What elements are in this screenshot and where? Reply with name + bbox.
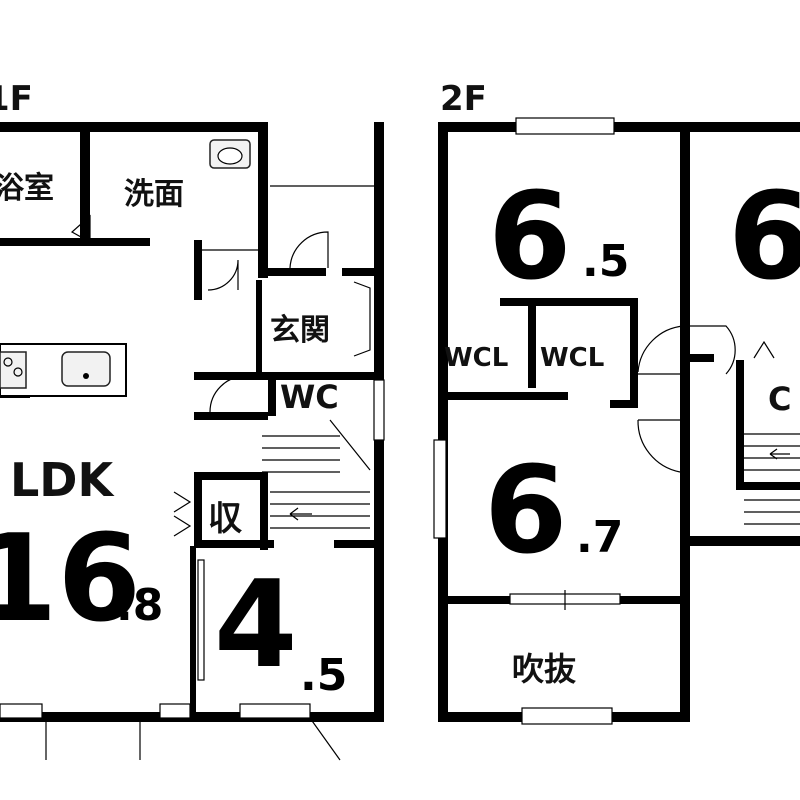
room-6-5-size-decimal: .5 [582, 236, 629, 287]
wcl-right-label: WCL [540, 343, 604, 373]
floor-2: 2F [433, 79, 800, 725]
floor-2-label: 2F [440, 79, 487, 119]
closet-label: C [768, 380, 791, 418]
washbasin-icon [209, 139, 251, 169]
room-6-7-size-integer: 6 [484, 442, 568, 581]
ldk-size-decimal: .8 [116, 580, 163, 631]
floor-1-stairs [262, 419, 371, 529]
floor-1: 1F [0, 79, 385, 761]
room-6-5-size-integer: 6 [488, 168, 572, 307]
floor-1-label: 1F [0, 79, 33, 119]
room-4-5-size-integer: 4 [214, 556, 298, 695]
kitchen-counter [0, 343, 127, 397]
floor-2-stairs [744, 433, 800, 525]
room-entrance-label: 玄関 [270, 313, 330, 348]
room-wc-label: WC [280, 378, 339, 416]
room-ldk-label: LDK [10, 453, 115, 507]
room-6-7-size-decimal: .7 [576, 512, 623, 563]
ldk-size-integer: 16 [0, 510, 141, 649]
wcl-left-label: WCL [444, 343, 508, 373]
room-bath-label: 浴室 [0, 171, 54, 206]
atrium-label: 吹抜 [512, 650, 576, 688]
floor-2-windows [433, 117, 621, 725]
sink-icon [61, 351, 111, 387]
floor-1-windows [0, 379, 385, 719]
room-storage-label: 収 [208, 499, 242, 539]
room-6-right-size-integer: 6 [728, 168, 800, 307]
floor-2-doors [637, 325, 775, 473]
room-washroom-label: 洗面 [124, 177, 184, 212]
floor-1-doors [45, 185, 374, 761]
room-4-5-size-decimal: .5 [300, 650, 347, 701]
